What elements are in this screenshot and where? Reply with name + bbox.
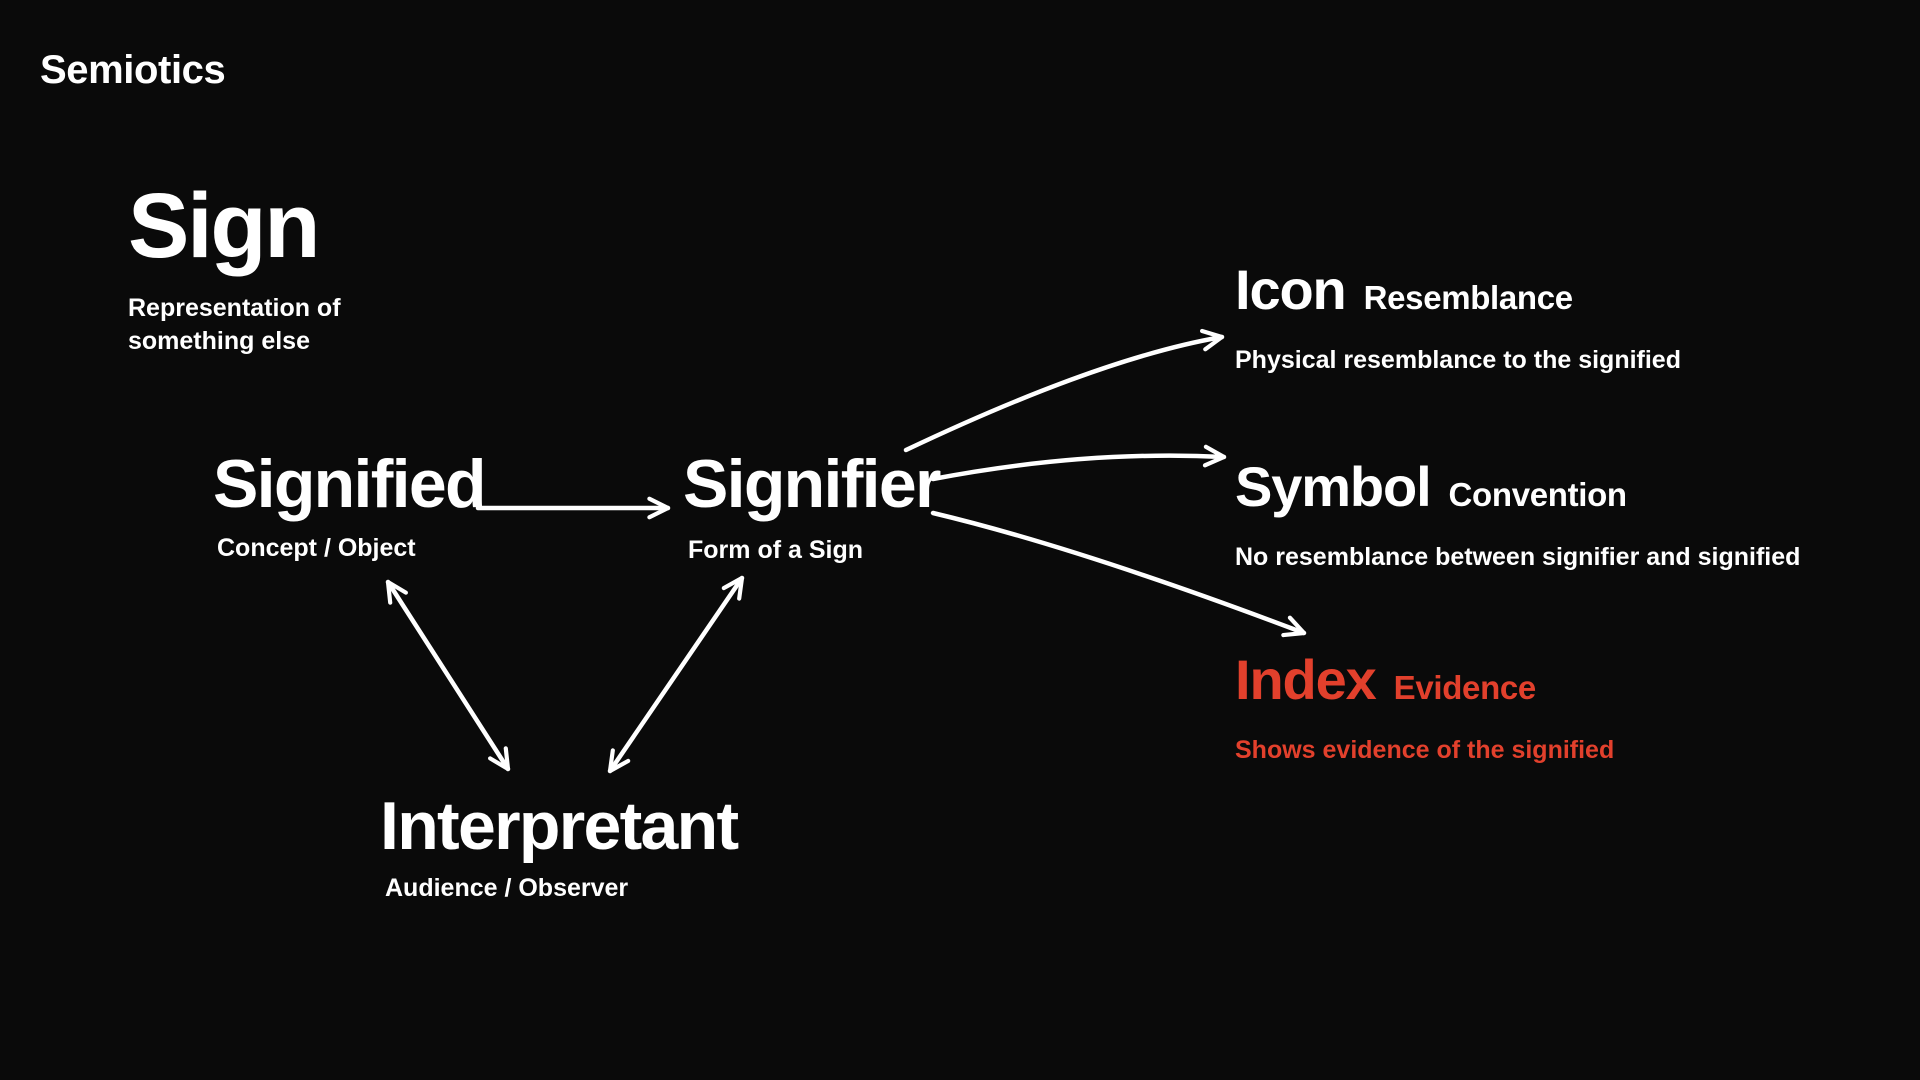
type-index-description: Shows evidence of the signified (1235, 736, 1615, 764)
type-icon: Icon Resemblance Physical resemblance to… (1235, 262, 1681, 377)
type-index: Index Evidence Shows evidence of the sig… (1235, 652, 1614, 767)
node-interpretant-description: Audience / Observer (385, 874, 629, 902)
type-index-label: Index (1235, 648, 1377, 711)
node-interpretant-label: Interpretant (380, 788, 739, 864)
type-symbol-description: No resemblance between signifier and sig… (1235, 543, 1801, 571)
node-sign: Sign Representation of something else (128, 180, 341, 357)
node-sign-label: Sign (128, 175, 320, 277)
type-symbol-label: Symbol (1235, 455, 1432, 518)
node-signifier: Signifier Form of a Sign (683, 446, 941, 567)
arrow-signifier-to-symbol (930, 444, 1227, 482)
type-icon-heading: Icon Resemblance (1235, 262, 1681, 318)
type-index-tag: Evidence (1393, 669, 1537, 706)
type-symbol-tag: Convention (1448, 476, 1628, 513)
type-icon-tag: Resemblance (1363, 279, 1573, 316)
node-signifier-description: Form of a Sign (688, 536, 863, 564)
node-signified: Signified Concept / Object (213, 446, 487, 565)
type-symbol-heading: Symbol Convention (1235, 459, 1800, 515)
node-signified-label: Signified (213, 446, 487, 522)
node-interpretant: Interpretant Audience / Observer (380, 788, 739, 905)
type-index-heading: Index Evidence (1235, 652, 1614, 708)
type-symbol: Symbol Convention No resemblance between… (1235, 459, 1800, 574)
arrow-signifier-interpretant-bidirectional (607, 575, 745, 774)
node-signifier-label: Signifier (683, 446, 941, 522)
page-title: Semiotics (40, 48, 226, 92)
arrow-signifier-to-icon (903, 328, 1225, 453)
arrow-signified-interpretant-bidirectional (385, 579, 511, 772)
node-signified-description: Concept / Object (217, 534, 416, 562)
node-sign-description: Representation of something else (128, 294, 341, 355)
type-icon-label: Icon (1235, 258, 1347, 321)
type-icon-description: Physical resemblance to the signified (1235, 346, 1681, 374)
